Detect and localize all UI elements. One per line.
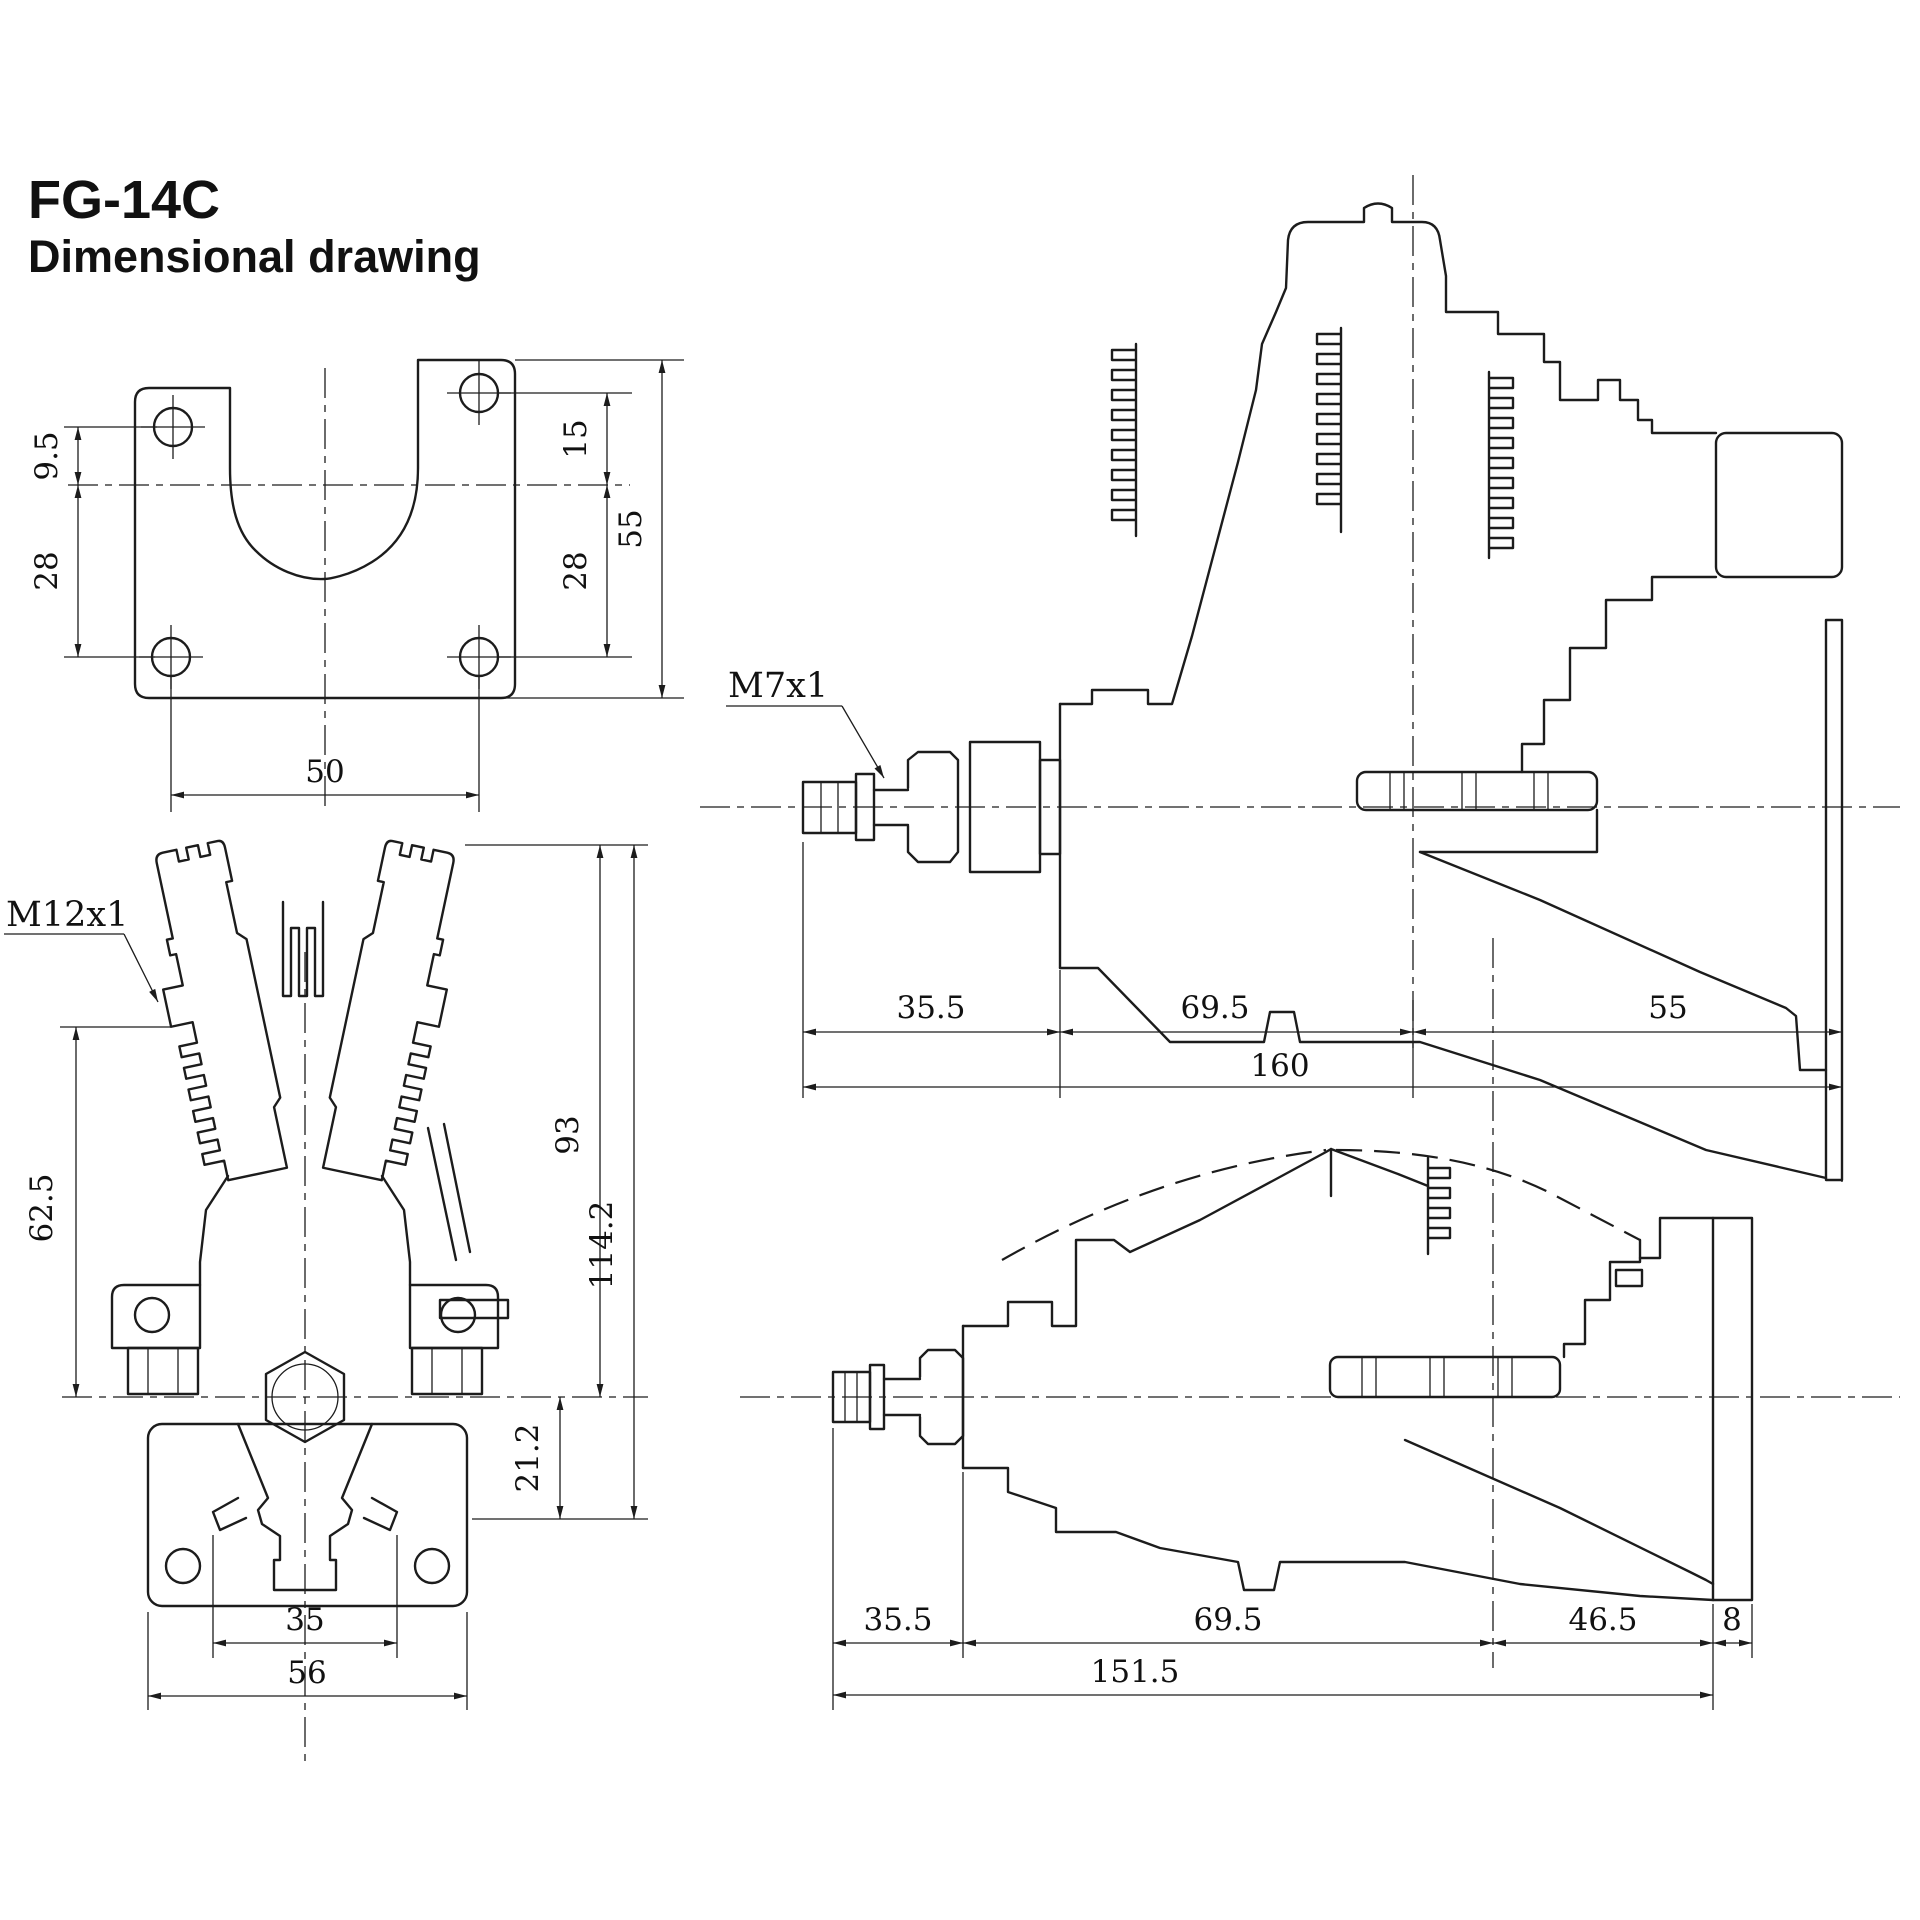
- dim-35p5: 35.5: [896, 990, 965, 1026]
- partial-fins: [1426, 1156, 1452, 1256]
- dim-93: 93: [550, 1115, 586, 1154]
- page-subtitle: Dimensional drawing: [28, 231, 481, 282]
- mount-beam: [1355, 770, 1599, 812]
- dim-114p2: 114.2: [584, 1201, 620, 1290]
- rear-extension-lines: [832, 1428, 1753, 1710]
- plate-dimension-lines: [74, 360, 666, 799]
- thread-callout-m7: M7x1: [726, 666, 885, 779]
- dim-21p2: 21.2: [510, 1423, 546, 1492]
- dim-69p5-rear: 69.5: [1193, 1602, 1262, 1638]
- dim-28-left: 28: [29, 551, 65, 590]
- carburetor: [211, 1422, 399, 1592]
- plate-extension-lines: [64, 359, 684, 812]
- engine-side-view-broken: 35.5 69.5 46.5 8 151.5: [740, 938, 1900, 1710]
- dim-28-right: 28: [558, 551, 594, 590]
- rear-centerlines: [740, 938, 1900, 1668]
- thread-callout-m12: M12x1: [4, 895, 159, 1003]
- mount-plate-top-view: 9.5 28 15 28 55 50: [29, 358, 684, 812]
- left-cylinder: [155, 839, 289, 1182]
- thread-label-m7: M7x1: [728, 666, 828, 706]
- dim-35: 35: [285, 1602, 324, 1638]
- dim-56: 56: [287, 1655, 326, 1691]
- dim-35p5-rear: 35.5: [863, 1602, 932, 1638]
- muffler: [1714, 431, 1844, 579]
- crankcase: [110, 1174, 500, 1396]
- cooling-fins: [1110, 326, 1515, 560]
- dim-160: 160: [1250, 1048, 1309, 1084]
- side-centerlines: [700, 175, 1900, 1048]
- plate-centerlines: [68, 368, 630, 812]
- dim-50: 50: [305, 754, 344, 790]
- dim-15: 15: [558, 419, 594, 458]
- dim-46p5: 46.5: [1568, 1602, 1637, 1638]
- side-dimension-lines: [803, 1028, 1842, 1091]
- engine-front-view: M12x1 62.5 93 114.2 21.2 35 56: [4, 839, 648, 1768]
- rear-body: [961, 1147, 1754, 1602]
- side-body: [1058, 202, 1844, 1182]
- thread-label-m12: M12x1: [6, 895, 128, 935]
- rear-plate: [1824, 618, 1844, 1182]
- dim-9p5: 9.5: [29, 431, 65, 480]
- pushrod-tubes: [281, 900, 325, 998]
- dim-8: 8: [1722, 1602, 1742, 1638]
- mount-beam-2: [1328, 1355, 1562, 1399]
- dim-55-side: 55: [1648, 990, 1687, 1026]
- page-title: FG-14C: [28, 170, 220, 230]
- front-centerlines: [62, 952, 648, 1768]
- dim-69p5: 69.5: [1180, 990, 1249, 1026]
- prop-nut: [264, 1350, 346, 1444]
- plate-outline: [133, 358, 517, 700]
- right-cylinder: [321, 839, 455, 1182]
- backplate: [146, 1422, 469, 1608]
- front-dimension-lines: [72, 845, 638, 1700]
- rear-dimension-lines: [833, 1639, 1752, 1699]
- dim-62p5: 62.5: [24, 1173, 60, 1242]
- dim-151p5: 151.5: [1091, 1654, 1180, 1690]
- dim-55: 55: [613, 509, 649, 548]
- engine-side-view: M7x1 35.5 69.5 55 160: [700, 175, 1900, 1182]
- rear-plate-2: [1711, 1216, 1754, 1602]
- crankshaft-front: [801, 740, 1062, 874]
